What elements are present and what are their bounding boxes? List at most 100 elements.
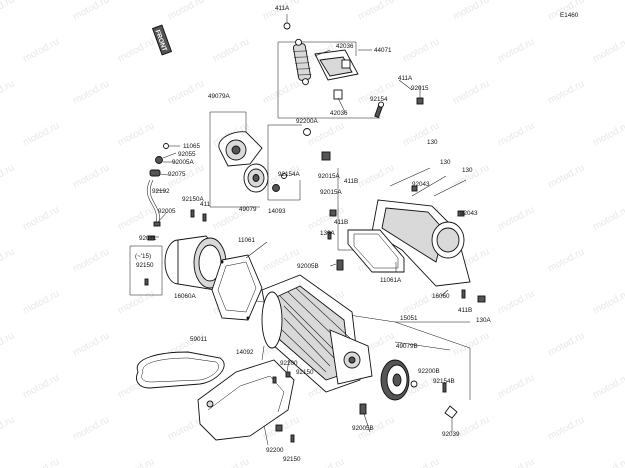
watermark-text: motod.ru [21,204,61,232]
label-49079A: 49079A [208,93,231,100]
watermark-text: motod.ru [591,36,625,64]
label-92043-b: 92043 [460,210,478,217]
label-411B-right: 411B [458,307,472,314]
callout-labels: E1460 411A 42036 44071 411A 92015 92154 … [135,5,579,463]
bushing-42036-top [341,59,351,69]
washer-92200A [303,128,311,136]
label-42036-top: 42036 [336,43,354,50]
watermark-text: motod.ru [496,372,536,400]
label-411A-right: 411A [398,75,413,82]
label-130-b: 130 [440,159,451,166]
watermark-text: motod.ru [591,456,625,468]
watermark-text: motod.ru [546,78,586,106]
watermark-text: motod.ru [71,0,111,23]
label-92039: 92039 [442,431,460,438]
bolt-14093 [272,184,280,192]
watermark-text: motod.ru [21,456,61,468]
label-92043-a: 92043 [412,181,430,188]
label-59011: 59011 [190,336,208,343]
label-14093: 14093 [268,208,286,215]
label-92005B-bot: 92005B [352,425,374,432]
watermark-text: motod.ru [546,246,586,274]
watermark-text: motod.ru [116,456,156,468]
watermark-text: motod.ru [496,456,536,468]
label-92200-bot: 92200 [266,447,284,454]
label-92192: 92192 [152,188,170,195]
label-92015A-mid: 92015A [320,189,343,196]
watermark-text: motod.ru [496,204,536,232]
watermark-text: motod.ru [21,120,61,148]
bushing-42036-bot [333,89,343,100]
watermark-text: motod.ru [0,246,16,274]
watermark-text: motod.ru [116,120,156,148]
intake-manifold-16060 [327,167,486,303]
label-130-a: 130 [427,139,438,146]
watermark-text: motod.ru [166,0,206,23]
label-130A-left: 130A [320,230,336,237]
label-49079B: 49079B [396,343,418,350]
watermark-text: motod.ru [401,36,441,64]
watermark-text: motod.ru [211,456,251,468]
bolt-92150A [190,209,195,218]
bolt-92005B-bot [359,403,367,415]
label-92200B: 92200B [418,368,440,375]
watermark-text: motod.ru [496,36,536,64]
bolt-92154A [281,173,287,179]
watermark-text: motod.ru [21,372,61,400]
label-92005-left: 92005 [158,208,176,215]
watermark-text: motod.ru [0,414,16,442]
label-49079: 49079 [239,206,257,213]
label-14092: 14092 [236,349,254,356]
watermark-text: motod.ru [451,78,491,106]
bolt-411 [202,213,207,222]
watermark-text: motod.ru [451,0,491,23]
supercharger-body-15051 [261,274,373,393]
watermark-text: motod.ru [356,0,396,23]
label-42036-bot: 42036 [330,110,348,117]
label-92005A: 92005A [172,159,195,166]
bolt-411A-top [283,22,291,30]
label-92150-mid: 92150 [296,369,314,376]
watermark-text: motod.ru [116,288,156,316]
watermark-text: motod.ru [211,36,251,64]
watermark-text: motod.ru [116,204,156,232]
watermark-text: motod.ru [261,78,301,106]
watermark-text: motod.ru [116,36,156,64]
label-15-note: (~'15) [135,253,151,260]
watermark-text: motod.ru [451,330,491,358]
label-411B-top: 411B [344,178,358,185]
label-92075: 92075 [168,171,186,178]
hose-and-fittings [144,143,207,286]
watermark-text: motod.ru [356,162,396,190]
watermark-text: motod.ru [401,456,441,468]
label-92005B-mid: 92005B [297,263,319,270]
watermark-text: motod.ru [306,456,346,468]
watermark-text: motod.ru [261,246,301,274]
watermark-text: motod.ru [451,414,491,442]
gasket-11061A [347,229,405,273]
watermark-text: motod.ru [591,120,625,148]
watermark-text: motod.ru [0,0,16,23]
watermark-text: motod.ru [166,78,206,106]
watermark-text: motod.ru [71,78,111,106]
label-11061: 11061 [238,237,256,244]
watermark-text: motod.ru [496,120,536,148]
nut-92015A [321,151,331,161]
label-92154-top: 92154 [370,96,388,103]
watermark-text: motod.ru [71,330,111,358]
label-92200-mid: 92200 [280,360,298,367]
label-11065: 11065 [183,143,201,150]
watermark-text: motod.ru [0,78,16,106]
label-16060: 16060 [432,293,450,300]
watermark-text: motod.ru [71,246,111,274]
watermark-text: motod.ru [591,372,625,400]
watermark-text: motod.ru [546,414,586,442]
tensioner-assembly-44071 [283,14,424,119]
label-92055: 92055 [178,151,196,158]
watermark-text: motod.ru [546,330,586,358]
front-direction-badge: FRONT [151,24,173,56]
watermark-text: motod.ru [71,162,111,190]
